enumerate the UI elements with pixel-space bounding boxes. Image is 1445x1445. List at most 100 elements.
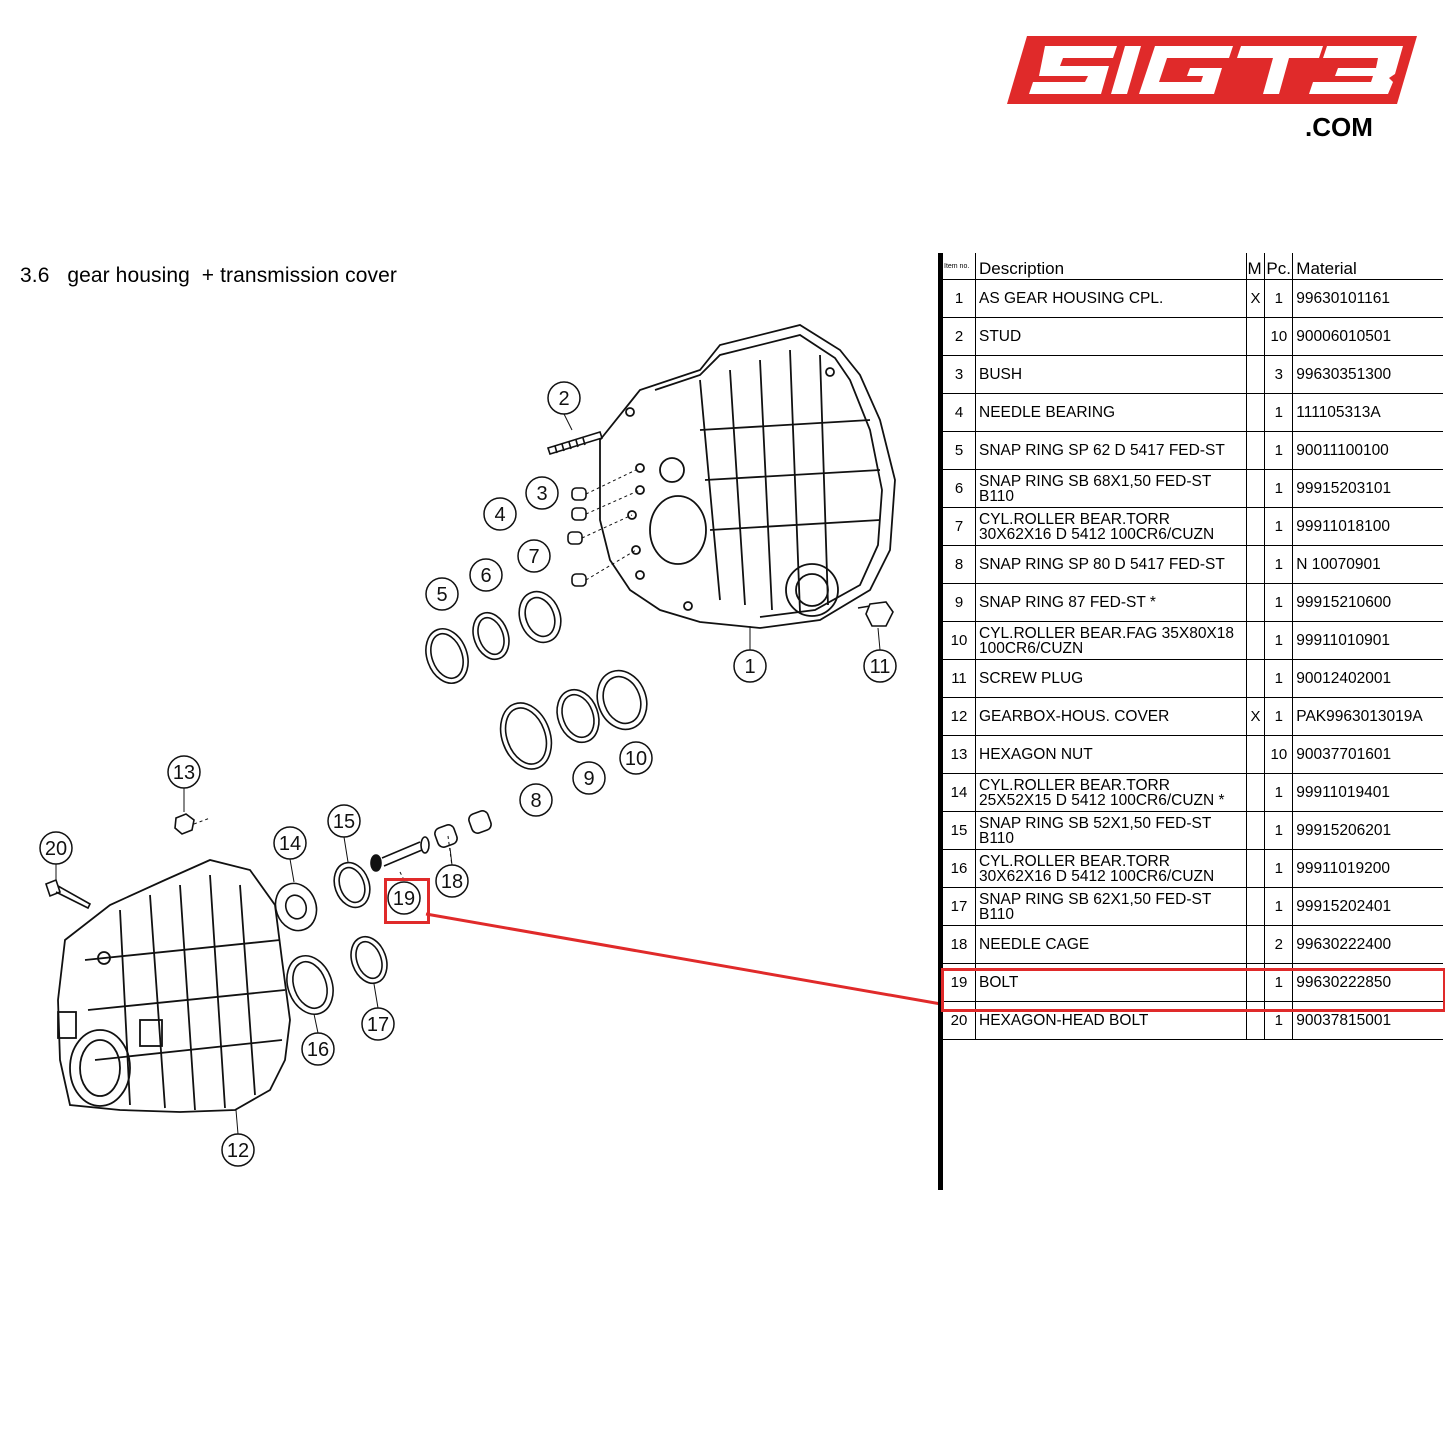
row-material-number: PAK9963013019A bbox=[1292, 697, 1443, 736]
callout-9: 9 bbox=[583, 768, 594, 790]
row-quantity: 1 bbox=[1264, 697, 1293, 736]
ring-parts-lower bbox=[499, 669, 648, 770]
exploded-diagram: 1 2 3 4 5 6 7 8 9 10 11 12 13 14 15 16 1… bbox=[0, 300, 930, 1200]
row-material-number: 90011100100 bbox=[1292, 431, 1443, 470]
row-description: STUD bbox=[975, 317, 1247, 356]
header-material: Material bbox=[1292, 253, 1443, 280]
brand-logo[interactable]: .COM bbox=[1005, 32, 1417, 144]
gear-housing-part bbox=[599, 324, 896, 629]
row-description: SCREW PLUG bbox=[975, 659, 1247, 698]
row-item-number: 17 bbox=[943, 887, 976, 926]
callout-11: 11 bbox=[870, 656, 891, 678]
row-description: NEEDLE BEARING bbox=[975, 393, 1247, 432]
row-material-number: 90037701601 bbox=[1292, 735, 1443, 774]
row-description: SNAP RING SB 68X1,50 FED-ST B110 bbox=[975, 469, 1247, 508]
callout-17: 17 bbox=[367, 1014, 389, 1036]
screw-plug-part bbox=[857, 601, 894, 627]
callout-13: 13 bbox=[173, 762, 195, 784]
row-description: GEARBOX-HOUS. COVER bbox=[975, 697, 1247, 736]
row-material-number: 90006010501 bbox=[1292, 317, 1443, 356]
row-m-flag bbox=[1245, 849, 1265, 888]
leader-lines bbox=[55, 413, 881, 1135]
row-material-number: 90012402001 bbox=[1292, 659, 1443, 698]
callout-19: 19 bbox=[393, 888, 415, 910]
row-item-number: 15 bbox=[943, 811, 976, 850]
row-description: CYL.ROLLER BEAR.TORR 30X62X16 D 5412 100… bbox=[975, 507, 1247, 546]
row-item-number: 7 bbox=[943, 507, 976, 546]
row-material-number: 99630222400 bbox=[1292, 925, 1443, 964]
header-item: Item no. bbox=[944, 262, 970, 270]
row-material-number: 99915206201 bbox=[1292, 811, 1443, 850]
row-m-flag bbox=[1245, 887, 1265, 926]
row-quantity: 1 bbox=[1264, 849, 1293, 888]
row-m-flag bbox=[1245, 735, 1265, 774]
row-description: SNAP RING SB 52X1,50 FED-ST B110 bbox=[975, 811, 1247, 850]
row-quantity: 10 bbox=[1264, 735, 1293, 774]
row-m-flag bbox=[1245, 317, 1265, 356]
row-quantity: 1 bbox=[1264, 583, 1293, 622]
row-item-number: 6 bbox=[943, 469, 976, 508]
row-material-number: 99915202401 bbox=[1292, 887, 1443, 926]
row-quantity: 1 bbox=[1264, 1001, 1293, 1040]
row-item-number: 8 bbox=[943, 545, 976, 584]
row-m-flag bbox=[1245, 431, 1265, 470]
row-quantity: 3 bbox=[1264, 355, 1293, 394]
row-item-number: 2 bbox=[943, 317, 976, 356]
row-item-number: 5 bbox=[943, 431, 976, 470]
row-item-number: 16 bbox=[943, 849, 976, 888]
row-quantity: 1 bbox=[1264, 621, 1293, 660]
row-material-number: 99915203101 bbox=[1292, 469, 1443, 508]
table-header-row: Item no. Description M Pc. Material bbox=[943, 253, 1443, 280]
row-m-flag: X bbox=[1245, 697, 1265, 736]
row-description: CYL.ROLLER BEAR.TORR 25X52X15 D 5412 100… bbox=[975, 773, 1247, 812]
row-m-flag bbox=[1245, 773, 1265, 812]
header-pc: Pc. bbox=[1264, 253, 1293, 280]
row-quantity: 1 bbox=[1264, 773, 1293, 812]
callout-2: 2 bbox=[558, 388, 569, 410]
row-m-flag bbox=[1245, 925, 1265, 964]
hexagon-bolt-part bbox=[45, 878, 92, 910]
row-item-number: 1 bbox=[943, 279, 976, 318]
row-quantity: 1 bbox=[1264, 469, 1293, 508]
callout-8: 8 bbox=[530, 790, 541, 812]
callout-20: 20 bbox=[45, 838, 67, 860]
row-description: HEXAGON-HEAD BOLT bbox=[975, 1001, 1247, 1040]
row-highlight-box bbox=[941, 968, 1445, 1012]
row-item-number: 10 bbox=[943, 621, 976, 660]
row-item-number: 14 bbox=[943, 773, 976, 812]
row-material-number: 99630101161 bbox=[1292, 279, 1443, 318]
row-m-flag bbox=[1245, 355, 1265, 394]
row-m-flag bbox=[1245, 393, 1265, 432]
needle-cage-parts bbox=[370, 810, 492, 872]
callout-15: 15 bbox=[333, 811, 355, 833]
row-description: CYL.ROLLER BEAR.TORR 30X62X16 D 5412 100… bbox=[975, 849, 1247, 888]
row-m-flag bbox=[1245, 963, 1265, 1002]
section-title: 3.6 gear housing + transmission cover bbox=[20, 264, 397, 288]
row-material-number: 90037815001 bbox=[1292, 1001, 1443, 1040]
bearing-part-14 bbox=[274, 882, 318, 932]
row-item-number: 9 bbox=[943, 583, 976, 622]
row-quantity: 1 bbox=[1264, 507, 1293, 546]
row-description: BUSH bbox=[975, 355, 1247, 394]
